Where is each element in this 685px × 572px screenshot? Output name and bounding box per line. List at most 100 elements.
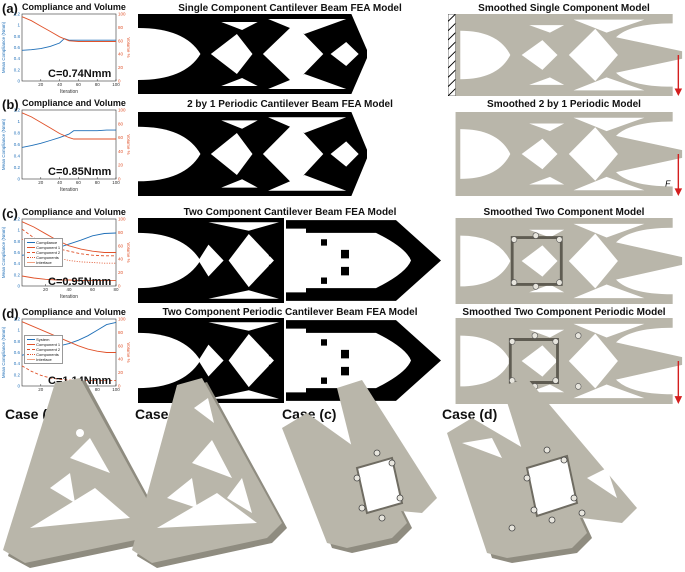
y-tick-label: 0.2: [14, 272, 21, 277]
fixed-support: [448, 318, 456, 404]
fea-model-c-right: [286, 218, 441, 303]
legend-item: Components: [27, 255, 60, 260]
legend-c: Compliance Component 1 Component 2 Compo…: [24, 238, 64, 267]
x-tick-label: 80: [95, 82, 101, 87]
y2-axis-label: Volume %: [126, 242, 130, 262]
x-tick-label: 20: [38, 387, 44, 392]
bolt-holes: [508, 446, 586, 532]
y-tick-label: 0.6: [14, 45, 21, 50]
y-axis-label: Mean Compliance (Nmm): [1, 326, 6, 378]
series-line: [21, 16, 116, 42]
rendered-part-c: [282, 380, 437, 553]
y2-tick-label: 80: [118, 230, 124, 235]
y-tick-label: 1: [17, 23, 20, 28]
y2-tick-label: 20: [118, 163, 124, 168]
fea-model-a: [138, 14, 367, 94]
y-tick-label: 0.4: [14, 261, 21, 266]
smoothed-model-a: [448, 14, 683, 96]
y2-tick-label: 60: [118, 343, 124, 348]
series-line: [21, 221, 116, 253]
y2-tick-label: 60: [118, 243, 124, 248]
fea-model-c-left: [138, 218, 284, 303]
fea-title-d: Two Component Periodic Cantilever Beam F…: [162, 307, 418, 318]
x-tick-label: 100: [112, 82, 120, 87]
chart-title-a: Compliance and Volume: [22, 2, 126, 12]
y-axis-label: Mean Compliance (Nmm): [1, 118, 6, 170]
row-label-a: (a): [2, 1, 18, 16]
y2-axis-label: Volume %: [126, 134, 130, 154]
fea-model-b: [138, 112, 367, 196]
fea-title-c: Two Component Cantilever Beam FEA Model: [183, 207, 397, 218]
x-tick-label: 40: [57, 82, 63, 87]
y-tick-label: 0.2: [14, 372, 21, 377]
y-tick-label: 1.2: [14, 108, 21, 113]
y-tick-label: 0.8: [14, 339, 21, 344]
y2-tick-label: 100: [118, 217, 126, 222]
x-tick-label: 100: [112, 387, 120, 392]
chart-title-d: Compliance and Volume: [22, 307, 126, 317]
y-tick-label: 0.4: [14, 56, 21, 61]
fea-title-a: Single Component Cantilever Beam FEA Mod…: [178, 3, 402, 14]
rendered-part-b: [132, 378, 287, 568]
rendered-part-a: [3, 378, 165, 568]
x-tick-label: 40: [57, 180, 63, 185]
y2-axis-label: Volume %: [126, 37, 130, 57]
x-tick-label: 60: [76, 180, 82, 185]
row-label-b: (b): [2, 97, 19, 112]
y-tick-label: 0.6: [14, 142, 21, 147]
y2-tick-label: 40: [118, 257, 124, 262]
y2-tick-label: 60: [118, 38, 124, 43]
row-label-d: (d): [2, 306, 19, 321]
smoothed-title-b: Smoothed 2 by 1 Periodic Model: [487, 99, 641, 110]
plot-area: [21, 13, 117, 82]
x-tick-label: 80: [113, 287, 119, 292]
y-tick-label: 0.2: [14, 165, 21, 170]
x-tick-label: 100: [112, 180, 120, 185]
legend-item: Component 1: [27, 245, 60, 250]
y-tick-label: 0.8: [14, 239, 21, 244]
y-axis-label: Mean Compliance (Nmm): [1, 226, 6, 278]
compliance-value-c: C=0.95Nmm: [48, 276, 112, 288]
y-axis-label: Mean Compliance (Nmm): [1, 21, 6, 73]
y2-tick-label: 40: [118, 149, 124, 154]
y-tick-label: 1: [17, 228, 20, 233]
smoothed-model-b: F: [448, 112, 683, 196]
y-tick-label: 1: [17, 119, 20, 124]
compliance-value-b: C=0.85Nmm: [48, 166, 112, 178]
x-tick-label: 40: [66, 287, 72, 292]
y-tick-label: 0.4: [14, 154, 21, 159]
y-tick-label: 0: [17, 177, 20, 182]
x-tick-label: 20: [43, 287, 49, 292]
y2-tick-label: 20: [118, 270, 124, 275]
y-tick-label: 0.4: [14, 361, 21, 366]
chart-d: 2040608010000.20.40.60.811.2020406080100…: [1, 317, 130, 401]
y-tick-label: 1.2: [14, 12, 21, 17]
bolt-holes: [510, 232, 563, 290]
x-tick-label: 80: [95, 387, 101, 392]
series-line: [21, 321, 116, 353]
series-line: [21, 228, 116, 257]
smoothed-title-d: Smoothed Two Component Periodic Model: [462, 307, 666, 318]
y-tick-label: 1.2: [14, 317, 21, 322]
legend-item: Component 2: [27, 347, 60, 352]
y-tick-label: 1.2: [14, 217, 21, 222]
y-tick-label: 0.8: [14, 131, 21, 136]
chart-title-b: Compliance and Volume: [22, 98, 126, 108]
y2-tick-label: 80: [118, 121, 124, 126]
y2-tick-label: 100: [118, 317, 126, 322]
smoothed-model-c: [448, 218, 683, 304]
y-tick-label: 0: [17, 384, 20, 389]
fea-title-b: 2 by 1 Periodic Cantilever Beam FEA Mode…: [187, 99, 393, 110]
y-tick-label: 1: [17, 328, 20, 333]
legend-item: Components: [27, 352, 60, 357]
x-tick-label: 80: [95, 180, 101, 185]
y2-tick-label: 20: [118, 370, 124, 375]
y2-tick-label: 0: [118, 177, 121, 182]
y-tick-label: 0.2: [14, 67, 21, 72]
x-axis-label: Iteration: [60, 187, 78, 193]
case-label-c: Case (c): [282, 406, 337, 422]
chart-title-c: Compliance and Volume: [22, 207, 126, 217]
